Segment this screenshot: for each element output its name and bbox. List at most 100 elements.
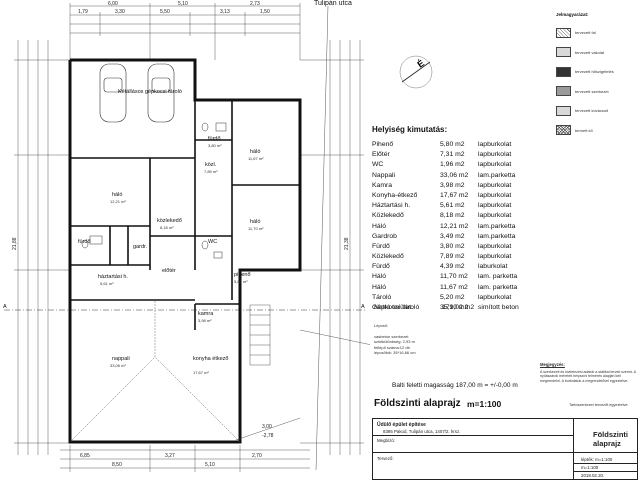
title-block-title: Földszinti alaprajz xyxy=(593,430,628,448)
legend-item: tervezett kovácsolt xyxy=(556,101,640,121)
dim-bottom-3: 3,27 xyxy=(165,453,175,459)
legend-swatch xyxy=(556,47,571,58)
dim-bottom-5: 2,70 xyxy=(252,453,262,459)
schedule-name: Fürdő xyxy=(372,242,390,250)
room-bedroom1-area: 11,67 m² xyxy=(248,156,264,161)
schedule-area: 3,98 m2 xyxy=(440,181,465,189)
schedule-floor: lapburkolat xyxy=(478,202,512,210)
legend-title: Jelmagyarázat: xyxy=(556,12,589,17)
legend-label: termett kő xyxy=(575,127,593,133)
car-outlines xyxy=(99,63,175,123)
room-living-area: 33,06 m² xyxy=(110,363,126,368)
room-bedroom1-label: háló xyxy=(250,149,260,155)
room-bath-label: fürdő xyxy=(208,136,221,142)
designer-label: Tervező: xyxy=(377,456,394,461)
bottom-dimension-lines xyxy=(60,445,310,472)
legend-swatch xyxy=(556,125,571,136)
note-line: vasbeton szerkezet xyxy=(374,334,409,340)
dim-top-3: 2,73 xyxy=(250,1,260,7)
project-name: Üdülő épület építése xyxy=(377,422,426,428)
net-area-value: 179,02 m2 xyxy=(442,304,475,311)
room-pantry-area: 3,98 m² xyxy=(198,318,212,323)
street-line xyxy=(315,5,329,471)
schedule-area: 11,67 m2 xyxy=(440,283,468,291)
room-kitchen-label: konyha étkező xyxy=(193,356,228,362)
note-line: szintkülönbség: 2,93 m xyxy=(374,339,415,345)
schedule-floor: lapburkolat xyxy=(478,161,512,169)
room-bedroom3-area: 11,70 m² xyxy=(248,226,264,231)
legend-item: tervezett szerkezet xyxy=(556,82,640,102)
room-wardrobe-label: gardr. xyxy=(133,244,148,250)
schedule-name: Háztartási h. xyxy=(372,202,411,210)
sanitary-fixtures xyxy=(81,122,227,259)
side-signature: Tartószerkezet tervezőt egyeztetve xyxy=(569,403,628,407)
legend-item: termett kő xyxy=(556,121,640,141)
schedule-name: Konyha-étkező xyxy=(372,191,418,199)
note-line: fellépő száma:12 db xyxy=(374,344,410,350)
schedule-floor: lam.parketta xyxy=(478,222,516,230)
schedule-area: 8,18 m2 xyxy=(440,212,465,220)
schedule-row: Konyha-étkező 17,67 m2 lapburkolat xyxy=(372,191,572,201)
schedule-name: Pihenő xyxy=(372,141,394,148)
dim-top-sub-2: 3,30 xyxy=(115,9,125,15)
drawing-title: Földszinti alaprajz xyxy=(374,398,461,409)
schedule-area: 17,67 m2 xyxy=(440,191,469,199)
schedule-name: Gépkocsi tároló xyxy=(372,304,420,311)
schedule-name: Fürdő xyxy=(372,263,390,271)
leader-line-2 xyxy=(235,417,301,441)
schedule-floor: laburkolat xyxy=(478,263,508,271)
schedule-floor: lam.parketta xyxy=(478,171,516,179)
room-pantry-label: kamra xyxy=(198,311,214,317)
project-address: 8395 Pakod, Tulipán utca, 1407/2. hrsz. xyxy=(383,429,461,434)
schedule-floor: lapburkolat xyxy=(478,212,512,220)
legend-label: tervezett szerkezet xyxy=(575,88,609,94)
floor-plan-drawing: 6,00 5,10 2,73 1,79 3,30 5,50 3,13 1,50 … xyxy=(3,1,370,472)
schedule-area: 35,10 m2 xyxy=(440,304,469,311)
stairs xyxy=(249,304,271,366)
room-garage-label: Kétállásos gépkocsi tároló xyxy=(118,89,182,95)
schedule-name: Háló xyxy=(372,273,386,281)
schedule-floor: lapburkolat xyxy=(478,151,512,159)
leader-line xyxy=(299,329,370,345)
legend-swatch xyxy=(556,27,571,38)
schedule-floor: lapburkolat xyxy=(478,293,512,301)
dim-top-1: 6,00 xyxy=(108,1,118,7)
schedule-floor: lapburkolat xyxy=(478,191,512,199)
room-bath-area: 3,80 m² xyxy=(208,143,222,148)
side-notes-text: A szerkezeti és kivitelezési adatok a st… xyxy=(540,369,636,383)
room-wc-label: WC xyxy=(208,239,217,245)
schedule-floor: lapburkolat xyxy=(478,253,512,261)
owner-label: Megbízó: xyxy=(377,438,396,443)
schedule-area: 12,21 m2 xyxy=(440,222,469,230)
schedule-name: Közlekedő xyxy=(372,253,404,261)
legend-item: tervezett hőszigetelés xyxy=(556,62,640,82)
schedule-name: Közlekedő xyxy=(372,212,404,220)
room-hall2-label: közlekedő xyxy=(157,218,182,224)
side-notes-heading: Megjegyzés: xyxy=(540,362,565,367)
dim-bottom-2: 8,50 xyxy=(112,462,122,468)
schedule-area: 11,70 m2 xyxy=(440,273,468,281)
room-hall2-area: 8,18 m² xyxy=(160,225,174,230)
exterior-walls xyxy=(68,58,302,444)
legend-item: tervezett vakolat xyxy=(556,43,640,63)
dim-bottom-4: 5,10 xyxy=(205,462,215,468)
schedule-row: Közlekedő 8,18 m2 lapburkolat xyxy=(372,211,572,221)
legend-label: tervezett vakolat xyxy=(575,49,605,55)
dim-top-sub-1: 1,79 xyxy=(78,9,88,15)
roof-lines xyxy=(69,300,241,443)
room-utility-area: 5,61 m² xyxy=(100,281,114,286)
room-bath2-label: fürdő xyxy=(78,239,91,245)
street-name: Tulipán utca xyxy=(314,0,352,7)
legend-swatch xyxy=(556,105,571,116)
